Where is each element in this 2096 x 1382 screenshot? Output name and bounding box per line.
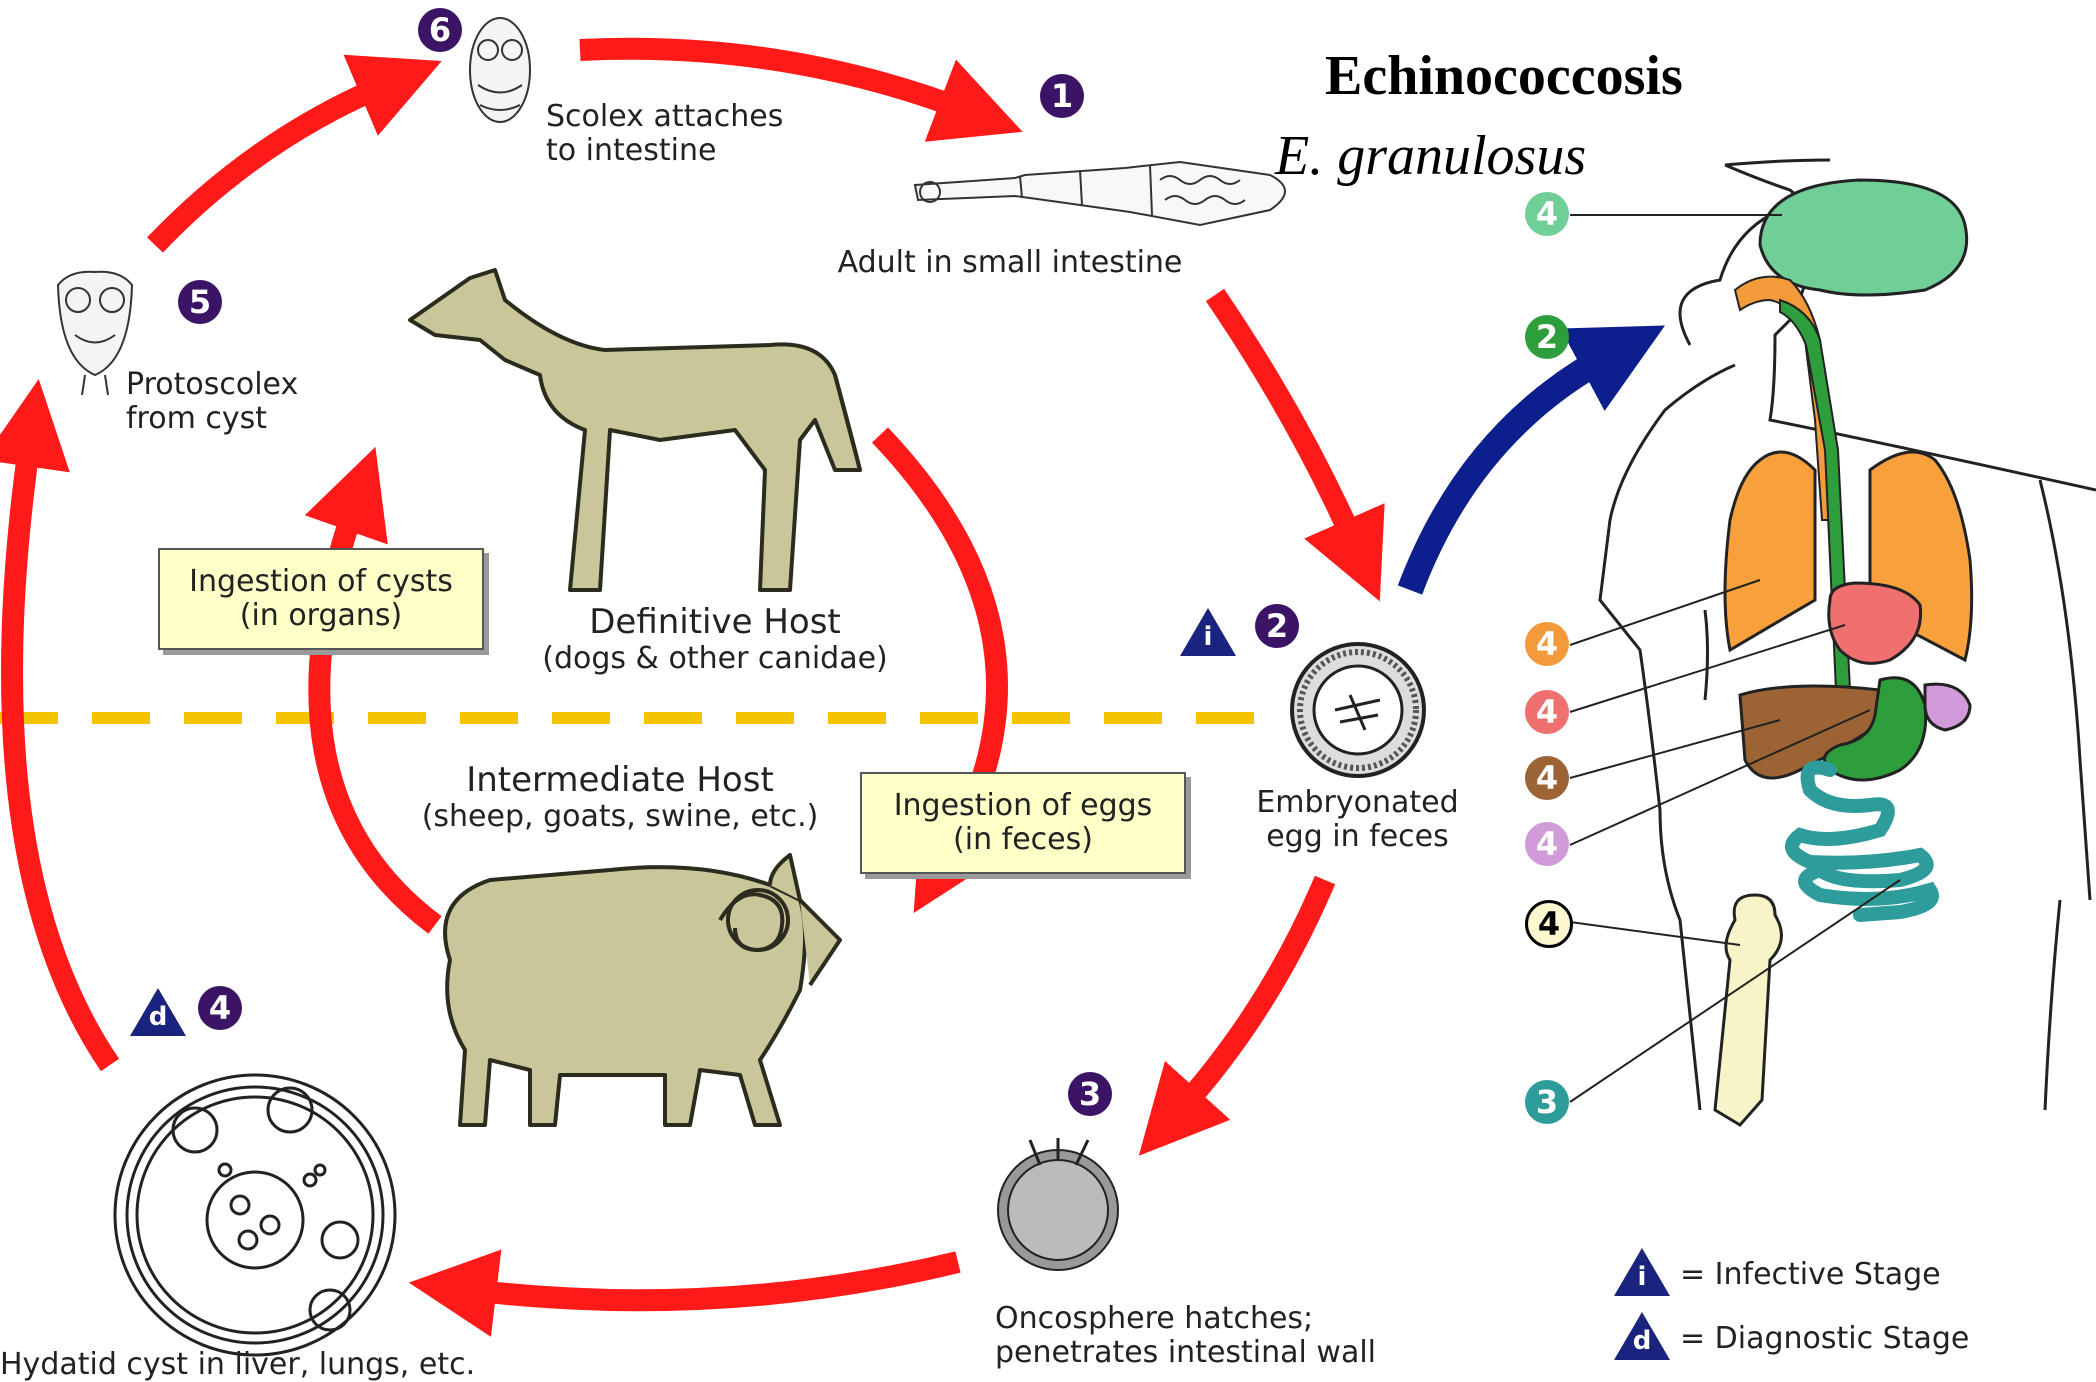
human-badge-7: 4	[1525, 900, 1573, 948]
diagnostic-stage-marker: d	[130, 988, 186, 1036]
infective-stage-marker: i	[1180, 608, 1236, 656]
femur-bone	[1715, 895, 1781, 1125]
ingestion-of-cysts-box: Ingestion of cysts(in organs)	[158, 548, 484, 650]
legend-diagnostic-icon: d	[1614, 1312, 1670, 1360]
intestine-organ	[1792, 768, 1932, 916]
human-badge-8: 3	[1525, 1080, 1569, 1124]
stage-1-label: Adult in small intestine	[820, 246, 1200, 280]
stage-5-badge: 5	[178, 280, 222, 324]
ingestion-of-eggs-box: Ingestion of eggs(in feces)	[860, 772, 1186, 874]
human-badge-6: 4	[1525, 822, 1569, 866]
diagram-title: Echinococcosis	[1325, 44, 1683, 108]
protoscolex-illustration	[58, 272, 132, 395]
arrow-4-to-5	[12, 440, 110, 1065]
scolex-illustration	[470, 18, 530, 122]
hydatid-cyst-illustration	[115, 1075, 395, 1355]
stage-1-badge: 1	[1040, 74, 1084, 118]
brain-organ	[1760, 180, 1967, 295]
stage-4-badge: 4	[198, 986, 242, 1030]
arrow-1-to-2	[1215, 295, 1355, 545]
stage-2-badge: 2	[1255, 604, 1299, 648]
human-badge-1: 4	[1525, 192, 1569, 236]
oncosphere-illustration	[998, 1138, 1118, 1270]
legend-infective-icon: i	[1614, 1248, 1670, 1296]
stage-6-badge: 6	[418, 8, 462, 52]
lungs-organ	[1725, 452, 1815, 650]
adult-worm-illustration	[915, 162, 1285, 225]
legend-infective-text: = Infective Stage	[1680, 1258, 1941, 1292]
human-badge-2: 2	[1525, 315, 1569, 359]
human-badge-3: 4	[1525, 622, 1569, 666]
diagram-subtitle: E. granulosus	[1275, 124, 1586, 188]
sheep-illustration	[445, 855, 840, 1125]
arrow-5-to-6	[155, 85, 385, 245]
dog-illustration	[410, 270, 860, 590]
heart-organ	[1829, 583, 1921, 663]
egg-illustration	[1292, 644, 1424, 776]
intermediate-host-label: Intermediate Host (sheep, goats, swine, …	[390, 760, 850, 834]
human-badge-5: 4	[1525, 756, 1569, 800]
arrow-egg-to-human	[1410, 355, 1610, 590]
arrow-3-to-4	[470, 1262, 958, 1300]
stage-3-label: Oncosphere hatches;penetrates intestinal…	[995, 1302, 1376, 1370]
spleen-organ	[1925, 684, 1970, 730]
arrow-2-to-3	[1180, 880, 1325, 1110]
stage-4-label: Hydatid cyst in liver, lungs, etc.	[0, 1348, 475, 1382]
stage-3-badge: 3	[1068, 1072, 1112, 1116]
definitive-host-label: Definitive Host (dogs & other canidae)	[520, 602, 910, 676]
legend-diagnostic-text: = Diagnostic Stage	[1680, 1322, 1969, 1356]
human-badge-4: 4	[1525, 690, 1569, 734]
